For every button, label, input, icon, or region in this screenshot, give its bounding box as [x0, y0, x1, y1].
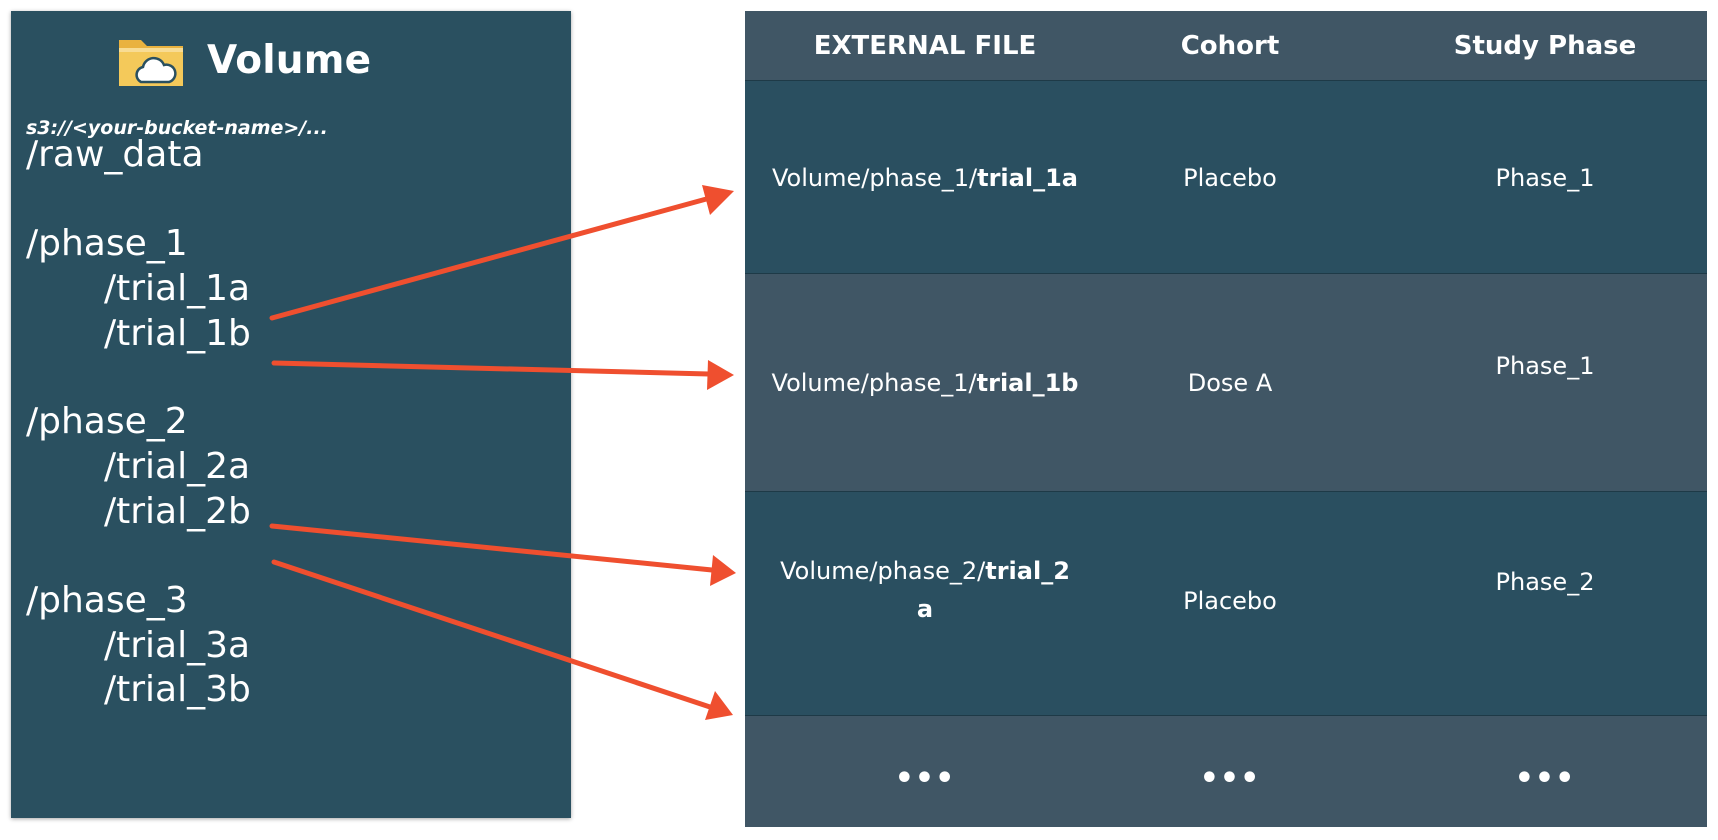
file-cell: Volume/phase_1/trial_1a [745, 81, 1105, 274]
table-row[interactable]: Volume/phase_1/trial_1a Placebo Phase_1 [745, 81, 1707, 274]
tree-item-phase-1[interactable]: /phase_1 [26, 223, 188, 264]
file-prefix: Volume/phase_2/ [780, 557, 986, 585]
bucket-path: s3://<your-bucket-name>/... [26, 117, 328, 139]
tree-item-trial-2a[interactable]: /trial_2a [104, 446, 251, 487]
volume-panel: Volume s3://<your-bucket-name>/... /raw_… [11, 11, 571, 818]
tree-item-trial-3b[interactable]: /trial_3b [104, 669, 251, 710]
volume-header: Volume [115, 27, 371, 93]
file-prefix: Volume/phase_1/ [771, 369, 977, 397]
file-prefix: Volume/phase_1/ [772, 163, 978, 192]
cohort-cell: Placebo [1183, 163, 1277, 192]
phase-cell: Phase_1 [1495, 351, 1595, 380]
file-name: trial_2 [985, 557, 1070, 585]
file-cell: Volume/phase_1/trial_1b [745, 274, 1105, 492]
file-name: trial_1a [977, 163, 1078, 192]
more-cell: ••• [1514, 760, 1576, 796]
tree-item-trial-2b[interactable]: /trial_2b [104, 491, 251, 532]
phase-cell: Phase_1 [1495, 163, 1595, 192]
header-study-phase: Study Phase [1453, 31, 1637, 61]
external-file-table: EXTERNAL FILE Cohort Study Phase Volume/… [745, 11, 1707, 827]
cohort-cell: Dose A [1187, 369, 1273, 397]
more-cell: ••• [1199, 760, 1261, 796]
tree-item-trial-1a[interactable]: /trial_1a [104, 268, 251, 309]
table-header-row: EXTERNAL FILE Cohort Study Phase [745, 11, 1707, 81]
file-name-wrap: a [916, 595, 934, 623]
tree-item-phase-2[interactable]: /phase_2 [26, 401, 188, 442]
header-cohort: Cohort [1180, 31, 1280, 61]
phase-cell: Phase_2 [1495, 568, 1595, 596]
file-name: trial_1b [976, 369, 1079, 397]
table-row[interactable]: Volume/phase_1/trial_1b Dose A Phase_1 [745, 274, 1707, 492]
header-external-file: EXTERNAL FILE [813, 31, 1037, 61]
more-cell: ••• [894, 760, 956, 796]
tree-item-trial-3a[interactable]: /trial_3a [104, 625, 251, 666]
table-row[interactable]: ••• ••• ••• [745, 716, 1707, 827]
tree-item-raw-data[interactable]: /raw_data [26, 134, 204, 175]
folder-cloud-icon [119, 40, 183, 86]
cohort-cell: Placebo [1183, 587, 1277, 615]
tree-item-phase-3[interactable]: /phase_3 [26, 580, 188, 621]
tree-item-trial-1b[interactable]: /trial_1b [104, 313, 251, 354]
volume-title: Volume [207, 37, 372, 83]
